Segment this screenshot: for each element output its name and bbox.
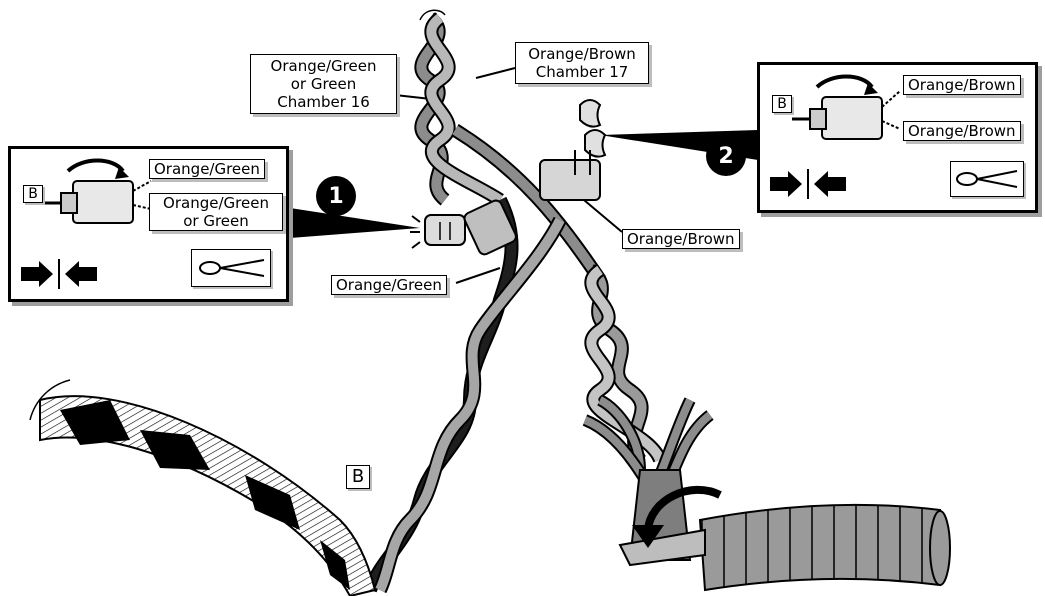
- panel2-wire-a: Orange/Brown: [903, 75, 1021, 95]
- panel1-leader: [290, 208, 420, 238]
- leader-top-right: [475, 67, 516, 79]
- leader-mid-left: [455, 267, 501, 284]
- connector-tag-b: B: [772, 95, 792, 113]
- connector-icon: [792, 74, 901, 140]
- push-together-arrows-icon: [770, 169, 846, 199]
- rotation-arrow-icon: [644, 486, 722, 531]
- twisted-pair-top: [414, 9, 504, 206]
- leader-mid-right: [577, 194, 623, 233]
- panel2-wire-b: Orange/Brown: [903, 121, 1021, 141]
- panel1-wire-b: Orange/Green or Green: [149, 193, 283, 231]
- cable-tag-b: B: [346, 465, 370, 489]
- label-orange-green-chamber-16: Orange/Green or Green Chamber 16: [250, 54, 397, 114]
- wire-long-right: [451, 124, 606, 284]
- push-together-arrows-icon: [21, 259, 97, 289]
- splice-connector-1: [410, 199, 517, 256]
- step-badge-1: 1: [316, 176, 356, 216]
- instruction-panel-1: B Orange/Green Orange/Green or Green: [8, 146, 289, 302]
- label-orange-brown-mid: Orange/Brown: [622, 229, 740, 249]
- label-orange-green-mid: Orange/Green: [331, 275, 447, 295]
- crimp-pliers-icon: [950, 161, 1024, 197]
- connector-tag-b: B: [23, 185, 43, 203]
- cable-sheath: [29, 379, 377, 596]
- label-orange-brown-chamber-17: Orange/Brown Chamber 17: [515, 42, 649, 84]
- splice-connector-2: [539, 99, 607, 201]
- crimp-pliers-icon: [191, 249, 271, 287]
- connector-icon: [43, 158, 152, 224]
- instruction-panel-2: B Orange/Brown Orange/Brown: [757, 62, 1038, 213]
- twisted-pair-dark: [363, 196, 567, 594]
- panel1-wire-a: Orange/Green: [149, 159, 265, 179]
- insulating-tape-icon: [618, 503, 951, 592]
- step-badge-2: 2: [706, 136, 746, 176]
